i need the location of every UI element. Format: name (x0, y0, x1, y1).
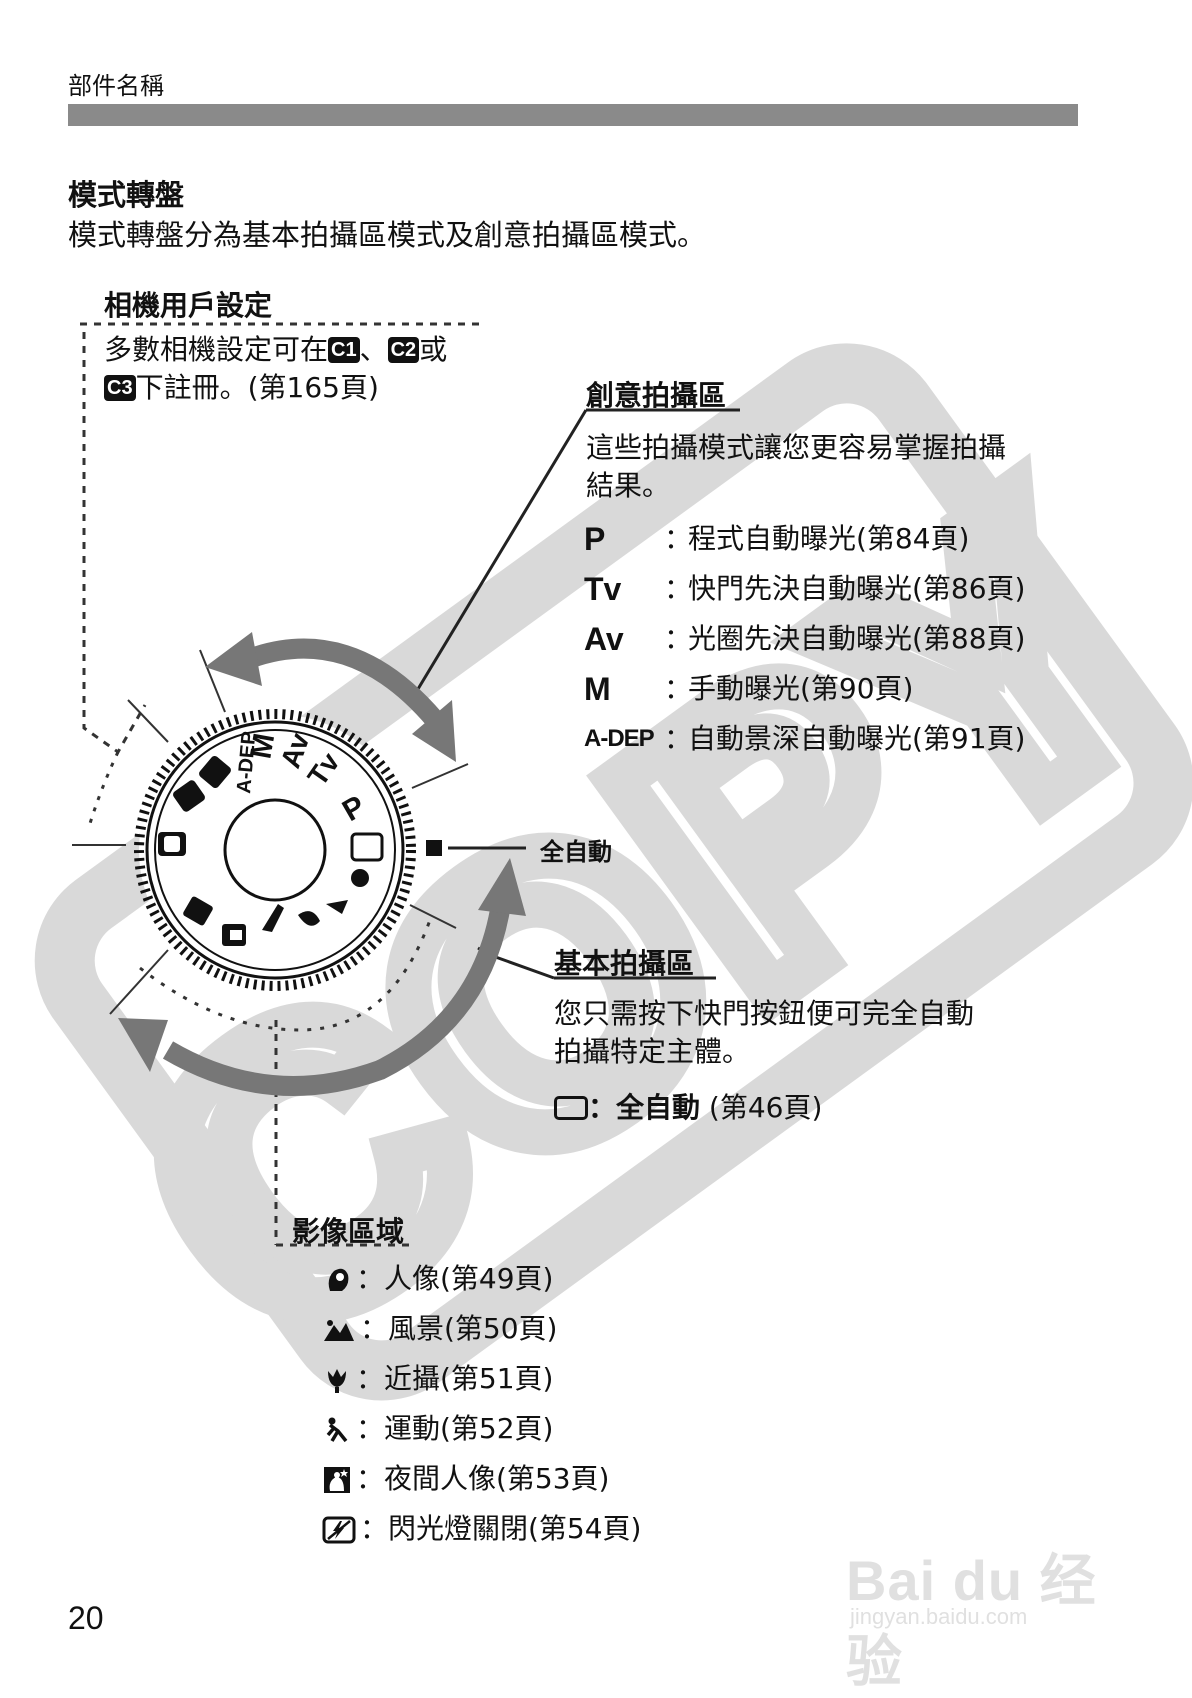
portrait-icon (328, 1268, 349, 1291)
mode-sep: ： (664, 672, 693, 705)
mode-dial: P Tv Av M A-DEP (134, 709, 416, 991)
mode-desc-tv: 快門先決自動曝光(第86頁) (688, 572, 1026, 605)
c1-badge: C1 (328, 337, 360, 363)
camera-user-line2-text: 下註冊。(第165頁) (135, 371, 379, 404)
c3-badge: C3 (104, 375, 136, 401)
dial-index-mark (426, 840, 442, 856)
baidu-logo: Bai du 经验 (846, 1549, 1097, 1693)
page-number: 20 (68, 1600, 104, 1636)
scene-row-night-portrait: ：夜間人像(第53頁) (322, 1454, 609, 1504)
scene-text-sports: ：運動(第52頁) (356, 1412, 554, 1445)
mode-desc-m: 手動曝光(第90頁) (688, 672, 914, 705)
mode-desc-p: 程式自動曝光(第84頁) (688, 522, 970, 555)
camera-user-sep: 、 (359, 333, 388, 366)
creative-zone-line1: 這些拍攝模式讓您更容易掌握拍攝 (586, 431, 1007, 464)
mode-symbol-p: P (584, 521, 606, 557)
basic-zone-full-auto: ：全自動 (第46頁) (554, 1088, 822, 1128)
mode-desc-adep: 自動景深自動曝光(第91頁) (688, 722, 1026, 755)
macro-icon (328, 1369, 346, 1393)
creative-zone-title: 創意拍攝區 (586, 379, 727, 412)
scene-row-sports: ：運動(第52頁) (322, 1404, 553, 1454)
section-header: 部件名稱 (68, 72, 164, 100)
full-auto-page: (第46頁) (700, 1091, 823, 1124)
full-auto-icon (554, 1096, 588, 1120)
baidu-url: jingyan.baidu.com (850, 1604, 1028, 1629)
camera-user-line1-text: 多數相機設定可在 (104, 333, 329, 366)
flash-off-icon (322, 1516, 356, 1544)
creative-zone-line2: 結果。 (586, 469, 671, 502)
mode-symbol-tv: Tv (584, 571, 622, 607)
mode-sep: ： (664, 572, 693, 605)
mode-symbol-adep: A-DEP (584, 725, 655, 752)
scene-text-macro: ：近攝(第51頁) (356, 1362, 554, 1395)
mode-symbol-av: Av (584, 621, 624, 657)
night-portrait-icon (324, 1467, 350, 1493)
basic-zone-line2: 拍攝特定主體。 (554, 1035, 751, 1068)
svg-text:M: M (244, 731, 281, 761)
image-zone-title: 影像區域 (292, 1215, 405, 1248)
baidu-watermark: Bai du 经验 jingyan.baidu.com (846, 1520, 1146, 1693)
scene-row-landscape: ：風景(第50頁) (322, 1304, 557, 1354)
mode-symbol-m: M (584, 671, 611, 707)
scene-row-flash-off: ：閃光燈關閉(第54頁) (322, 1504, 641, 1554)
scene-row-portrait: ：人像(第49頁) (322, 1254, 553, 1304)
c2-badge: C2 (387, 337, 420, 363)
scene-text-flash-off: ：閃光燈關閉(第54頁) (360, 1512, 642, 1545)
sports-icon (326, 1417, 348, 1443)
landscape-icon (324, 1320, 354, 1341)
mode-sep: ： (664, 722, 693, 755)
scene-text-portrait: ：人像(第49頁) (356, 1262, 554, 1295)
full-auto-text: ：全自動 (588, 1091, 701, 1124)
intro-text: 模式轉盤分為基本拍攝區模式及創意拍攝區模式。 (68, 218, 707, 252)
header-bar (68, 104, 1078, 126)
scene-text-landscape: ：風景(第50頁) (360, 1312, 558, 1345)
svg-text:A-DEP: A-DEP (233, 731, 260, 795)
mode-sep: ： (664, 522, 693, 555)
camera-user-title: 相機用戶設定 (104, 289, 273, 322)
scene-text-night-portrait: ：夜間人像(第53頁) (356, 1462, 610, 1495)
camera-user-or: 或 (419, 333, 448, 366)
scene-row-macro: ：近攝(第51頁) (322, 1354, 553, 1404)
intro-title: 模式轉盤 (68, 178, 185, 212)
basic-zone-line1: 您只需按下快門按鈕便可完全自動 (554, 997, 975, 1030)
basic-zone-title: 基本拍攝區 (554, 947, 695, 980)
full-auto-label: 全自動 (540, 838, 612, 866)
mode-desc-av: 光圈先決自動曝光(第88頁) (688, 622, 1026, 655)
mode-sep: ： (664, 622, 693, 655)
